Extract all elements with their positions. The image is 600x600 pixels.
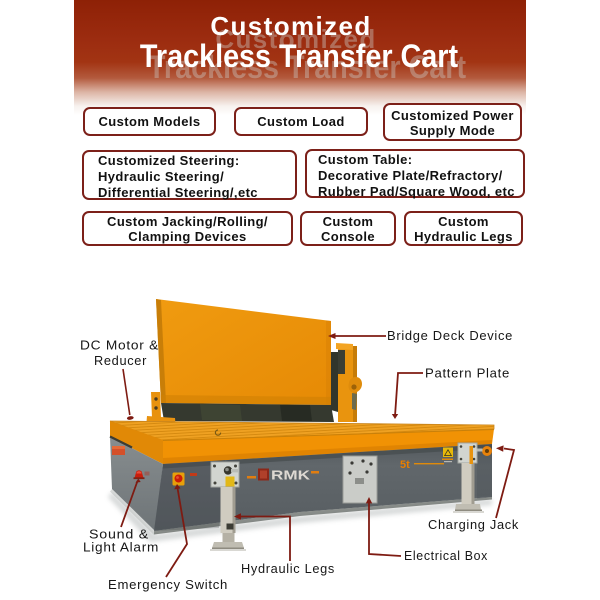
svg-text:Reducer: Reducer bbox=[94, 353, 147, 368]
svg-text:Charging Jack: Charging Jack bbox=[428, 517, 519, 532]
svg-text:Sound &: Sound & bbox=[89, 527, 149, 542]
svg-text:RMK: RMK bbox=[271, 469, 310, 483]
svg-text:DC Motor &: DC Motor & bbox=[80, 338, 159, 353]
svg-text:5t: 5t bbox=[400, 459, 410, 471]
svg-text:Emergency Switch: Emergency Switch bbox=[108, 577, 228, 592]
svg-text:Hydraulic Legs: Hydraulic Legs bbox=[241, 561, 335, 576]
svg-text:Pattern Plate: Pattern Plate bbox=[425, 366, 510, 381]
svg-text:Light Alarm: Light Alarm bbox=[83, 539, 159, 554]
svg-text:Bridge Deck Device: Bridge Deck Device bbox=[387, 328, 513, 343]
svg-text:Electrical Box: Electrical Box bbox=[404, 548, 488, 563]
